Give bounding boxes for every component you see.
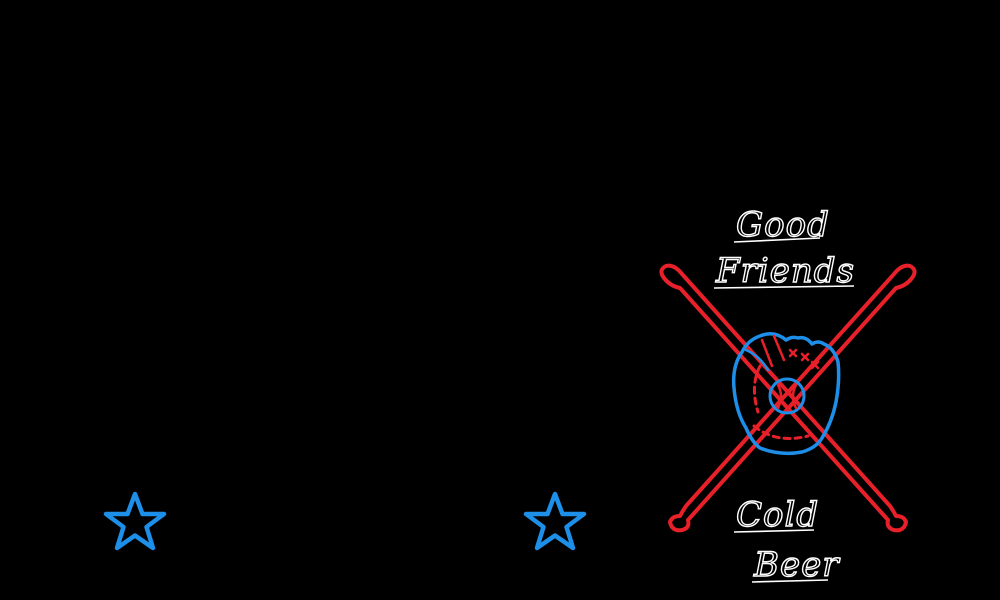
underline (751, 579, 829, 583)
baseball-icon (768, 377, 806, 415)
sign-text-beer: Beer (753, 545, 840, 585)
star-icon (523, 491, 587, 551)
underline (733, 237, 821, 243)
sign-text-friends: Friends (715, 251, 855, 291)
neon-sign: Good Friends Cold Beer (659, 204, 917, 586)
crossed-bats-icon (659, 263, 917, 533)
baseball-glove-icon (731, 332, 841, 456)
sign-text-cold: Cold (736, 495, 819, 535)
underline (733, 529, 815, 533)
star-icon (103, 491, 167, 551)
underline (713, 285, 855, 289)
